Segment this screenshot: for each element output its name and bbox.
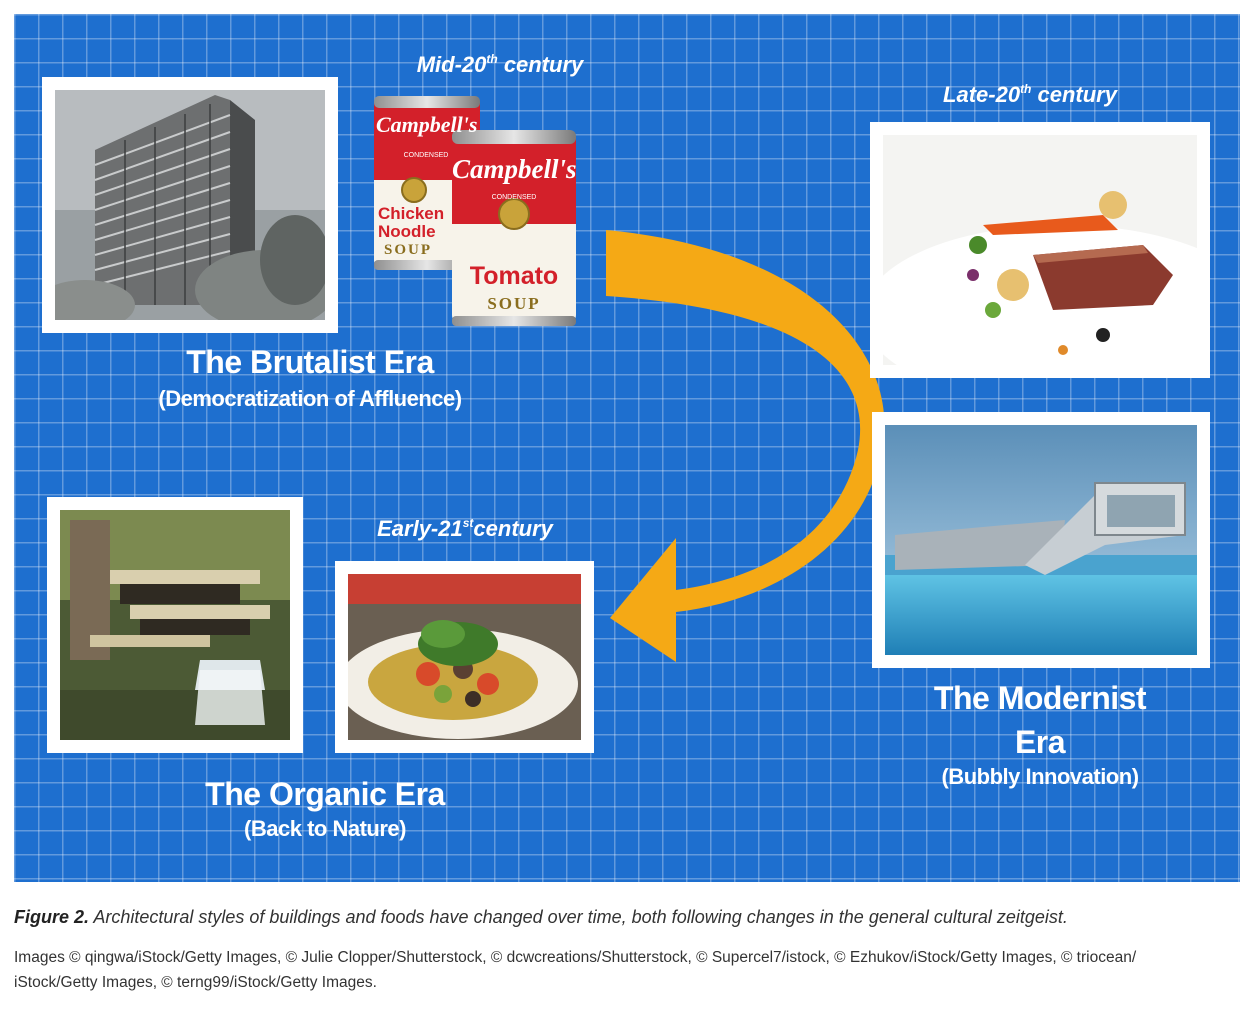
brutalist-building-photo <box>42 77 338 333</box>
fine-dining-dish-photo <box>870 122 1210 378</box>
brutalist-era-subtitle: (Democratization of Affluence) <box>158 386 462 411</box>
back-can-soup: SOUP <box>384 242 433 258</box>
modernist-era-title-line1: The Modernist <box>933 680 1147 716</box>
image-credits: Images © qingwa/iStock/Getty Images, © J… <box>14 945 1236 995</box>
organic-era-title: The Organic Era <box>205 776 445 812</box>
organic-era-subtitle: (Back to Nature) <box>244 816 406 841</box>
organic-vegetable-dish-photo <box>335 561 594 753</box>
back-can-condensed: CONDENSED <box>403 152 449 159</box>
period-label-late-20th: Late-20th century <box>943 82 1117 107</box>
period-label-mid-20th: Mid-20th century <box>416 52 584 77</box>
modernist-era-title-line2: Era <box>1014 724 1066 760</box>
modernist-era-subtitle: (Bubbly Innovation) <box>941 764 1139 789</box>
soup-cans-image: Campbell's CONDENSED Chicken Noodle SOUP… <box>370 94 582 328</box>
figure-caption-text: Architectural styles of buildings and fo… <box>89 907 1068 927</box>
modernist-house-photo <box>872 412 1210 668</box>
back-can-variety-2: Noodle <box>378 222 436 241</box>
organic-house-waterfall-photo <box>47 497 303 753</box>
image-credits-line2: iStock/Getty Images, © terng99/iStock/Ge… <box>14 974 377 991</box>
front-can-brand: Campbell's <box>452 154 577 184</box>
back-can-brand: Campbell's <box>376 112 478 137</box>
figure-caption: Figure 2. Architectural styles of buildi… <box>14 905 1236 929</box>
front-can-condensed: CONDENSED <box>491 194 537 201</box>
front-can-variety: Tomato <box>469 262 559 290</box>
period-label-early-21st: Early-21stcentury <box>377 516 553 541</box>
brutalist-era-title: The Brutalist Era <box>186 344 434 380</box>
figure-label: Figure 2. <box>14 907 90 927</box>
image-credits-line1: Images © qingwa/iStock/Getty Images, © J… <box>14 949 1137 966</box>
back-can-variety-1: Chicken <box>378 204 445 223</box>
front-can-soup: SOUP <box>487 294 541 313</box>
